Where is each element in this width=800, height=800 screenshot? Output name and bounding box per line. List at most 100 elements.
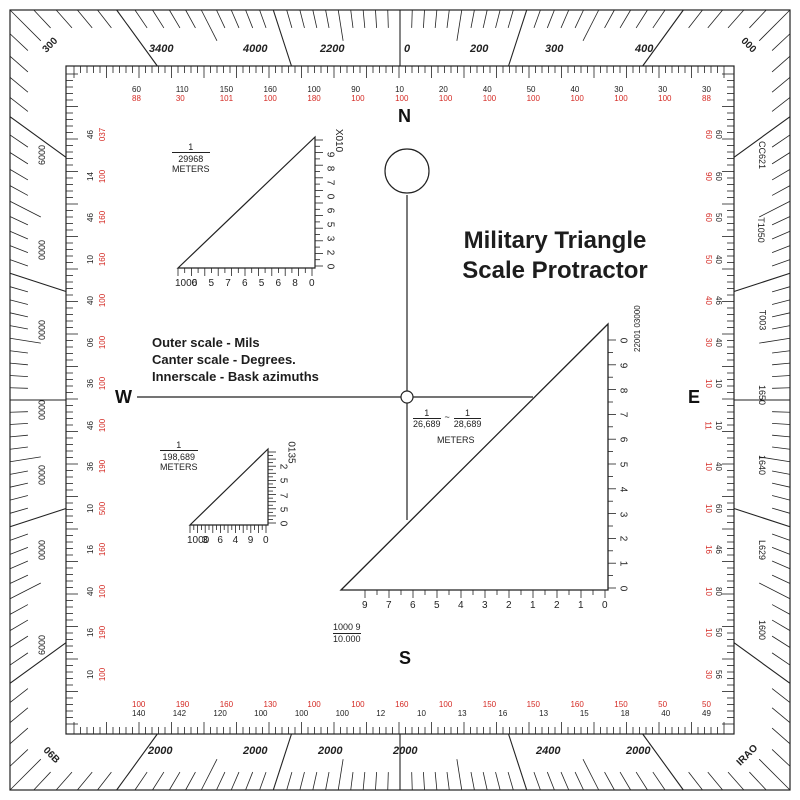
scale-tick — [216, 9, 226, 29]
degree-label: 60 — [132, 85, 141, 94]
degree-label: 10 — [703, 503, 713, 513]
degree-label: 16 — [85, 628, 95, 638]
scale-tick — [727, 9, 745, 29]
scale-tick — [642, 9, 684, 67]
scale-tick — [350, 9, 354, 28]
scale-tick — [362, 9, 366, 28]
scale-tick — [582, 9, 600, 41]
small-triangle-scale-label: 1 198,689 METERS — [160, 440, 198, 472]
degree-label: 16 — [498, 709, 508, 718]
scale-legend: Outer scale - Mils Canter scale - Degree… — [152, 334, 319, 385]
large-triangle-side-ticks — [608, 339, 616, 589]
degree-label: 190 — [175, 700, 190, 709]
triangle-tick-label: 0 — [263, 535, 269, 546]
degree-label: 100 — [98, 667, 108, 682]
scale-tick — [446, 9, 450, 28]
degree-label: 60 — [713, 171, 723, 181]
scale-tick — [771, 245, 791, 254]
small-scale-triangle — [188, 447, 269, 526]
scale-tick — [245, 9, 254, 29]
outer-mil-label: 3400 — [149, 43, 174, 55]
triangle-tick-label: 6 — [617, 436, 629, 443]
large-scale-left-numerator: 1 — [413, 408, 441, 419]
scale-tick — [9, 272, 67, 292]
scale-tick — [771, 560, 791, 570]
scale-tick — [759, 582, 791, 600]
degree-label: 50 — [702, 700, 711, 709]
scale-tick — [134, 9, 148, 29]
scale-tick — [259, 771, 267, 791]
degree-label: 15 — [579, 709, 589, 718]
degree-label: 160 — [98, 543, 108, 557]
outer-mil-label: 300 — [545, 43, 564, 55]
scale-tick — [9, 635, 29, 648]
triangle-tick-label: X010 — [333, 128, 345, 153]
scale-tick — [33, 9, 51, 29]
degree-label: 10 — [703, 462, 713, 472]
outer-mil-label: L629 — [757, 539, 768, 561]
scale-tick — [152, 9, 165, 29]
scale-tick — [259, 9, 267, 29]
scale-tick — [546, 9, 555, 29]
scale-tick — [772, 350, 791, 354]
triangle-tick-label: 5 — [277, 506, 289, 513]
scale-tick — [771, 33, 791, 51]
scale-tick — [9, 423, 28, 425]
scale-tick — [772, 446, 791, 450]
small-triangle-side-ticks — [268, 451, 276, 524]
degree-label: 150 — [614, 700, 628, 709]
triangle-tick-label: 3 — [617, 511, 629, 517]
outer-mil-label: 0000 — [37, 399, 48, 421]
scale-tick — [771, 749, 791, 767]
triangle-tick-label: 7 — [617, 412, 629, 418]
triangle-tick-label: 9 — [247, 535, 254, 546]
scale-tick — [574, 771, 584, 791]
degree-label: 160 — [219, 700, 234, 709]
scale-tick — [230, 9, 240, 29]
scale-tick — [508, 9, 528, 67]
degree-label: 500 — [98, 501, 108, 516]
scale-tick — [533, 9, 541, 29]
scale-tick — [9, 582, 41, 600]
degree-label: 88 — [702, 94, 711, 103]
scale-tick — [9, 97, 29, 112]
degree-label: 100 — [132, 700, 146, 709]
scale-tick — [582, 759, 600, 791]
degree-label: 13 — [539, 709, 549, 718]
outer-mil-label: 6000 — [37, 634, 48, 656]
degree-label: 40 — [661, 709, 671, 718]
scale-tick — [456, 759, 463, 791]
degree-label: 10 — [703, 379, 713, 389]
degree-label: 20 — [438, 85, 448, 94]
scale-tick — [9, 707, 29, 723]
degree-label: 100 — [98, 169, 108, 183]
scale-tick — [772, 375, 791, 377]
degree-label: 10 — [85, 670, 95, 679]
degree-label: 80 — [713, 586, 723, 596]
degree-label: 140 — [132, 709, 146, 718]
scale-tick — [771, 688, 791, 703]
large-scale-triangle — [339, 322, 609, 591]
degree-label: 100 — [438, 700, 453, 709]
scale-tick — [652, 771, 666, 791]
scale-tick — [134, 771, 148, 791]
degree-label: 190 — [98, 626, 108, 640]
scale-tick — [9, 325, 28, 330]
scale-tick — [9, 604, 29, 615]
scale-tick — [350, 772, 354, 791]
small-scale-denominator: 198,689 — [162, 452, 196, 462]
triangle-tick-label: 1000 — [175, 278, 198, 289]
scale-tick — [604, 9, 615, 29]
upper-scale-unit: METERS — [172, 164, 210, 174]
degree-label: 100 — [351, 94, 365, 103]
degree-label: 49 — [702, 709, 711, 718]
scale-tick — [635, 771, 648, 791]
outer-mil-label: 2000 — [243, 745, 268, 757]
scale-tick — [482, 771, 488, 791]
degree-label: 88 — [132, 94, 141, 103]
scale-tick — [375, 9, 377, 28]
scale-tick — [619, 771, 631, 791]
degree-label: 150 — [526, 700, 540, 709]
triangle-tick-label: 0 — [617, 585, 629, 592]
scale-tick — [411, 9, 413, 28]
